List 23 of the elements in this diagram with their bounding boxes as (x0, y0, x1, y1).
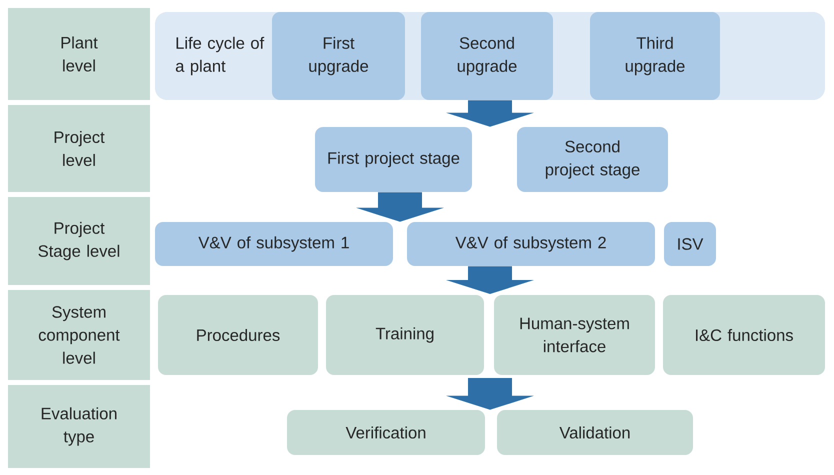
level-label: Plant level (8, 8, 150, 100)
process-box: Verification (287, 410, 485, 455)
process-box: V&V of subsystem 1 (155, 222, 393, 266)
block-arrow (446, 266, 534, 294)
process-box: Training (326, 295, 484, 375)
process-box: ISV (664, 222, 716, 266)
level-label: System component level (8, 290, 150, 380)
level-label: Project level (8, 105, 150, 192)
block-arrow (446, 378, 534, 410)
block-arrow (356, 192, 444, 222)
process-box: Third upgrade (590, 12, 720, 100)
process-box: Second upgrade (421, 12, 553, 100)
process-box: V&V of subsystem 2 (407, 222, 655, 266)
process-box: Second project stage (517, 127, 668, 192)
process-box: Validation (497, 410, 693, 455)
process-box: I&C functions (663, 295, 825, 375)
level-label: Evaluation type (8, 385, 150, 468)
process-box: Human-system interface (494, 295, 655, 375)
process-box: First project stage (315, 127, 472, 192)
process-box: Procedures (158, 295, 318, 375)
process-box: First upgrade (272, 12, 405, 100)
block-arrow (446, 100, 534, 127)
level-label: Project Stage level (8, 197, 150, 285)
